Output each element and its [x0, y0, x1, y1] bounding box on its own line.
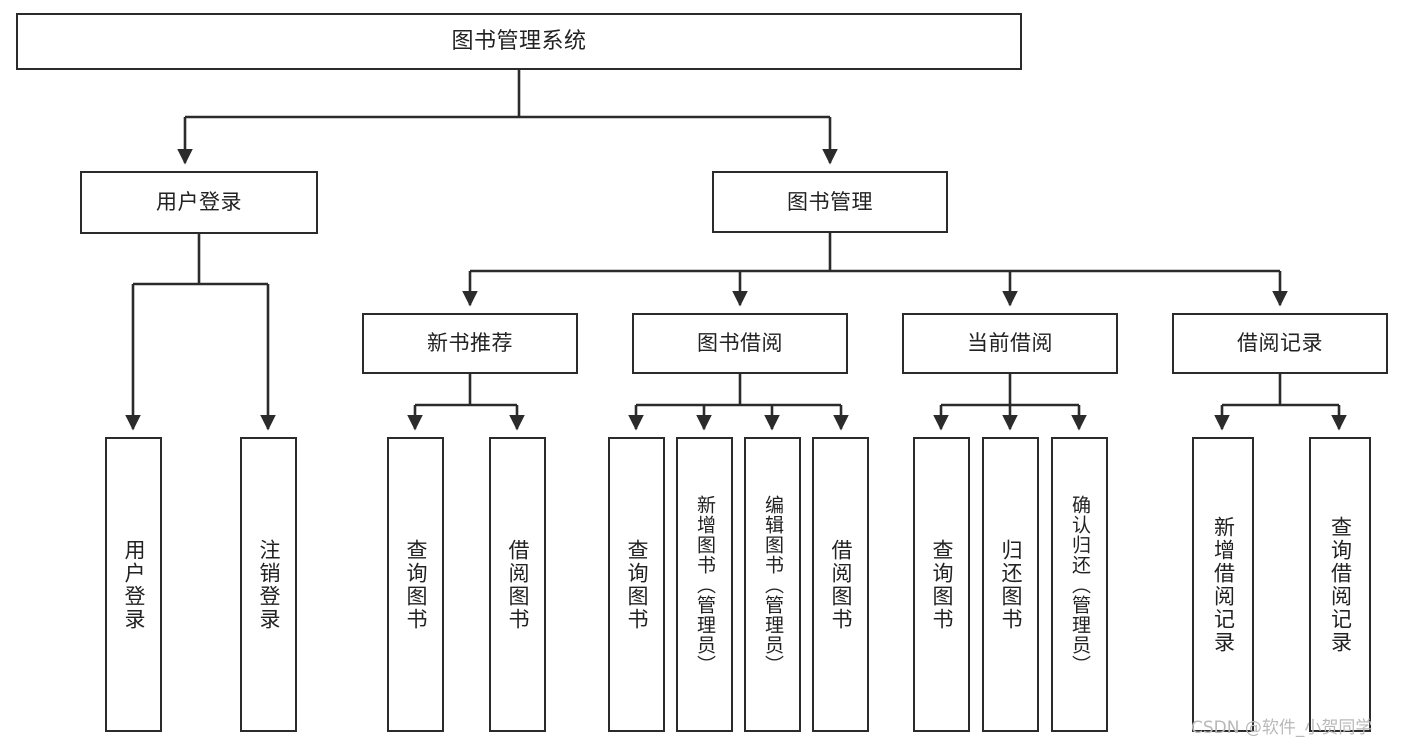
node-label: 用户登录: [122, 538, 146, 631]
node-current-borrow[interactable]: 当前借阅: [902, 313, 1118, 374]
node-label: 查询借阅记录: [1328, 515, 1353, 654]
node-root-book-management-system[interactable]: 图书管理系统: [16, 13, 1022, 70]
leaf-edit-book-admin[interactable]: 编辑图书（管理员）: [744, 437, 801, 732]
node-label: 用户登录: [156, 190, 242, 215]
node-label: 图书借阅: [697, 331, 783, 356]
node-label: 图书管理系统: [451, 28, 587, 54]
leaf-logout[interactable]: 注销登录: [240, 437, 297, 732]
leaf-return-book[interactable]: 归还图书: [982, 437, 1039, 732]
leaf-query-book-recommend[interactable]: 查询图书: [387, 437, 444, 732]
node-book-management[interactable]: 图书管理: [712, 171, 948, 233]
leaf-query-book-borrow[interactable]: 查询图书: [608, 437, 665, 732]
node-label: 借阅图书: [829, 538, 853, 631]
leaf-confirm-return-admin[interactable]: 确认归还（管理员）: [1051, 437, 1108, 732]
node-label: 查询图书: [625, 538, 649, 631]
node-label: 归还图书: [999, 538, 1023, 631]
node-label: 图书管理: [787, 189, 873, 214]
node-borrow-record[interactable]: 借阅记录: [1172, 313, 1388, 374]
node-label: 新增借阅记录: [1211, 515, 1236, 654]
node-user-login[interactable]: 用户登录: [80, 171, 318, 234]
node-label: 编辑图书（管理员）: [762, 494, 784, 675]
node-label: 借阅图书: [506, 538, 530, 631]
leaf-query-book-current[interactable]: 查询图书: [913, 437, 970, 732]
node-label: 新书推荐: [427, 331, 513, 356]
leaf-borrow-book-recommend[interactable]: 借阅图书: [489, 437, 546, 732]
leaf-query-borrow-record[interactable]: 查询借阅记录: [1309, 437, 1371, 732]
leaf-user-login[interactable]: 用户登录: [105, 437, 162, 732]
node-label: 注销登录: [257, 538, 281, 631]
node-label: 查询图书: [404, 538, 428, 631]
node-book-borrow[interactable]: 图书借阅: [632, 313, 848, 374]
leaf-borrow-book[interactable]: 借阅图书: [812, 437, 869, 732]
node-label: 当前借阅: [967, 331, 1053, 356]
node-label: 确认归还（管理员）: [1069, 494, 1091, 675]
csdn-watermark: CSDN @软件_小贺同学: [1191, 718, 1373, 738]
node-label: 新增图书（管理员）: [694, 494, 716, 675]
node-label: 查询图书: [930, 538, 954, 631]
node-new-book-recommend[interactable]: 新书推荐: [362, 313, 578, 374]
leaf-add-book-admin[interactable]: 新增图书（管理员）: [676, 437, 733, 732]
leaf-add-borrow-record[interactable]: 新增借阅记录: [1192, 437, 1254, 732]
node-label: 借阅记录: [1237, 331, 1323, 356]
